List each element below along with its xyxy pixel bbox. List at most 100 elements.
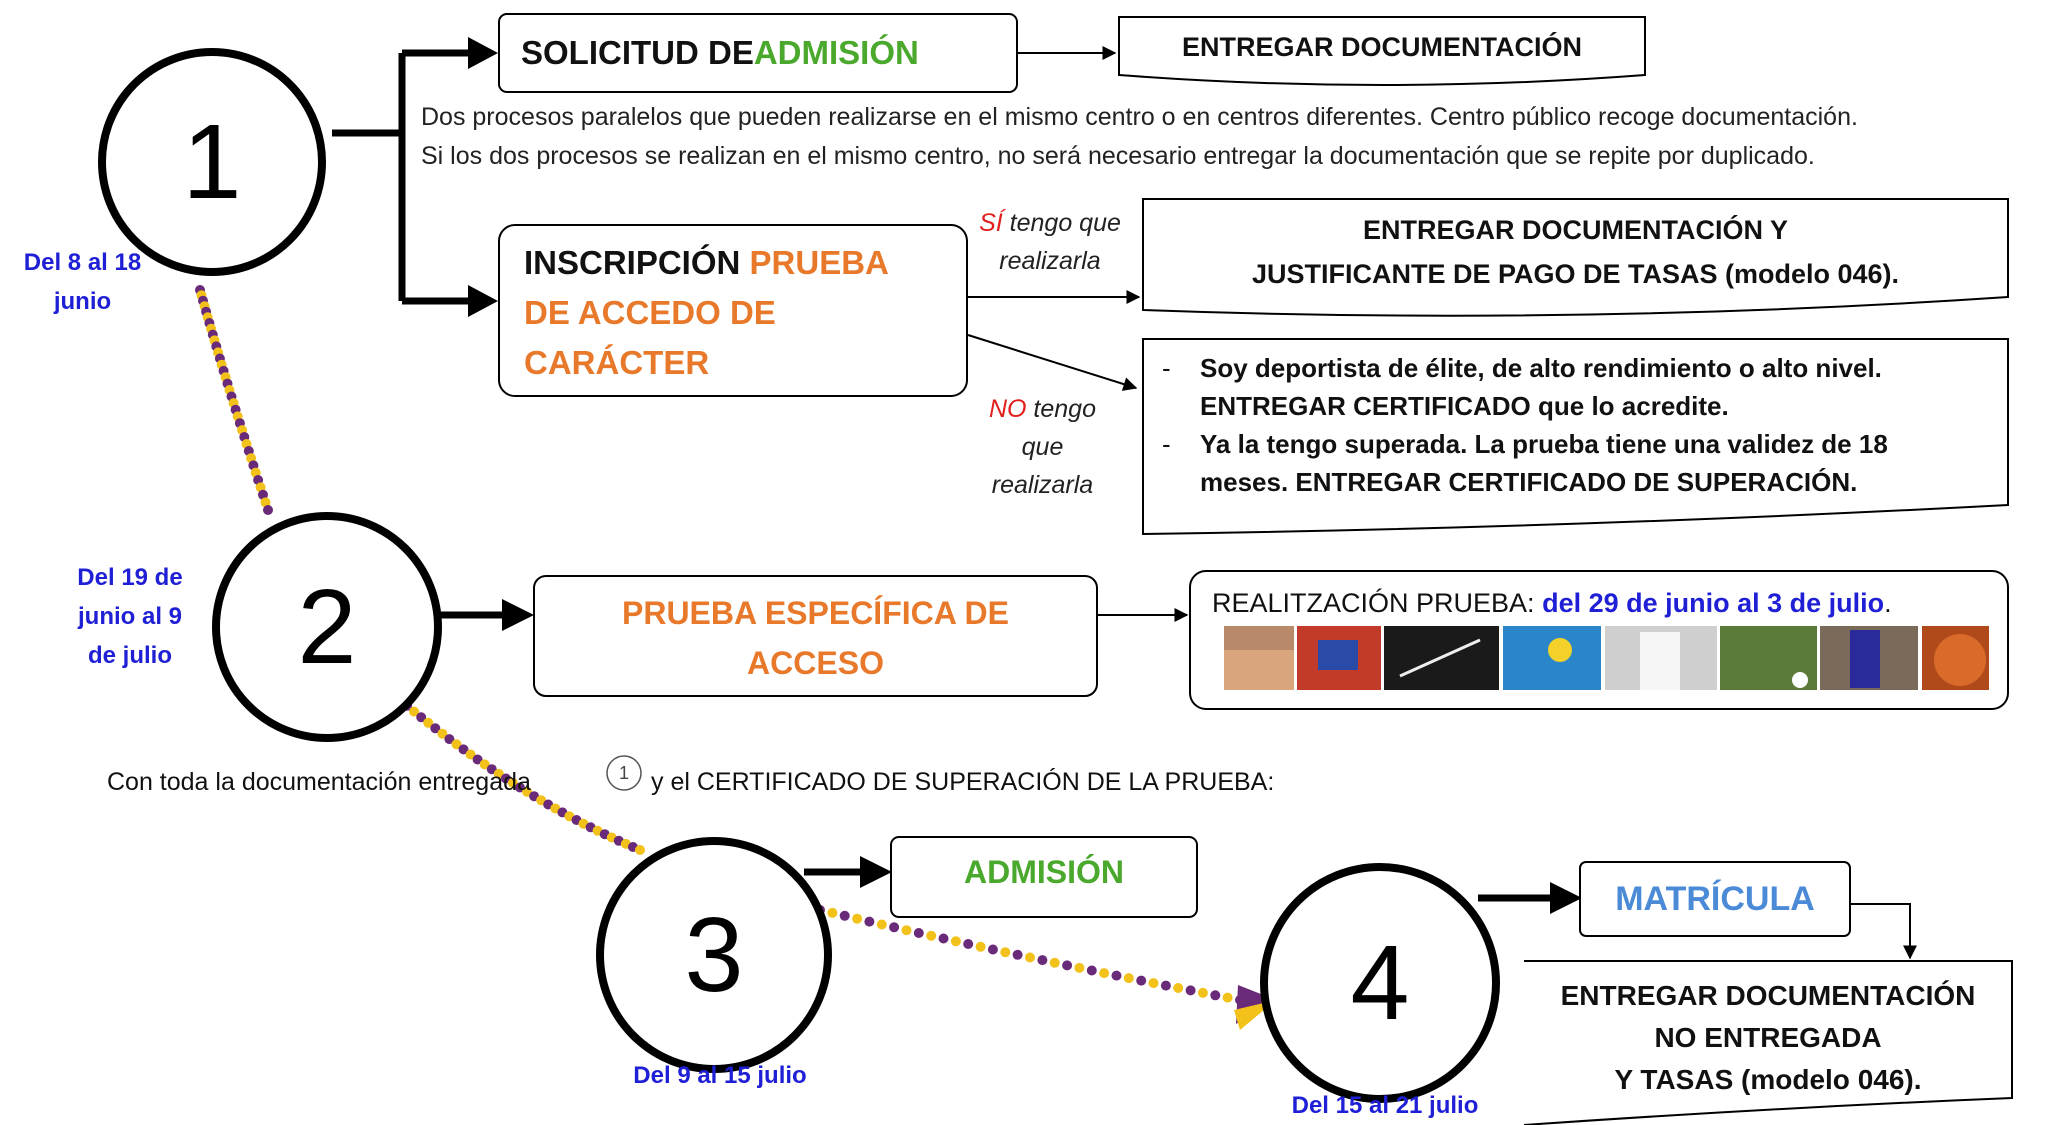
circled-one-label: 1: [618, 762, 629, 783]
timeline-dot: [1222, 992, 1233, 1003]
parallel-process-note-line-1: Dos procesos paralelos que pueden realiz…: [421, 103, 1858, 131]
arrow-to-inscripcion: [468, 285, 498, 317]
timeline-dot: [507, 778, 518, 788]
timeline-dot: [975, 941, 986, 952]
step-1-circle: [98, 48, 326, 276]
arrow-matricula-to-entregar: [1851, 903, 1917, 960]
timeline-dot: [423, 717, 434, 728]
realizacion-dates: del 29 de junio al 3 de julio: [1542, 588, 1885, 618]
timeline-dot: [486, 764, 497, 775]
matricula-box-frame: [1579, 861, 1851, 937]
timeline-dot: [430, 723, 441, 734]
parallel-process-note-line-2: Si los dos procesos se realizan en el mi…: [421, 142, 1815, 170]
timeline-dot: [493, 768, 504, 779]
matricula-box: MATRÍCULA: [1615, 879, 1815, 918]
admision-box: ADMISIÓN: [964, 853, 1124, 890]
timeline-dot: [1123, 973, 1134, 984]
sports-photos-strip: [1224, 626, 1989, 690]
timeline-dot: [451, 739, 462, 750]
timeline-dot: [901, 925, 912, 936]
step-2-circle: [212, 512, 442, 742]
timeline-dot: [963, 939, 974, 949]
arrow-no: [967, 334, 1138, 391]
timeline-dot: [409, 706, 420, 717]
timeline-dot: [444, 734, 455, 745]
step-4-number: 4: [1350, 923, 1410, 1042]
matricula-entregar-documentacion-box: ENTREGAR DOCUMENTACIÓN NO ENTREGADA Y TA…: [1560, 980, 1976, 1095]
timeline-dot: [913, 928, 924, 938]
documentation-note: Con toda la documentación entregada: [107, 768, 531, 796]
solicitud-label: SOLICITUD DE: [521, 34, 754, 71]
step-4-date: Del 15 al 21 julio: [1291, 1092, 1479, 1119]
timeline-dotted-path: [195, 285, 1245, 1005]
step-1-number: 1: [182, 102, 242, 221]
si-box-frame: [1142, 198, 2009, 317]
si-branch-label: SÍ tengo que realizarla: [979, 209, 1121, 275]
timeline-dot: [1000, 947, 1011, 958]
step-3-circle: [596, 837, 832, 1073]
timeline-dot: [635, 845, 645, 855]
no-certificate-options-box: - Soy deportista de élite, de alto rendi…: [1162, 349, 2002, 501]
matricula-doc-box-frame: [1523, 960, 2013, 1125]
no-branch-label: NO tengo que realizarla: [988, 395, 1096, 499]
entregar-doc-box-frame: [1118, 16, 1646, 86]
timeline-dot: [827, 907, 838, 918]
solicitud-admision-box: SOLICITUD DE ADMISIÓN: [501, 16, 1015, 90]
arrow-step3: [860, 856, 892, 888]
timeline-dot: [839, 910, 850, 921]
timeline-dot: [1136, 975, 1147, 986]
timeline-dot: [864, 916, 875, 927]
entregar-documentacion-box: ENTREGAR DOCUMENTACIÓN: [1182, 31, 1582, 62]
si-entregar-justificante-box: ENTREGAR DOCUMENTACIÓN Y JUSTIFICANTE DE…: [1251, 215, 1900, 289]
timeline-dot: [950, 936, 961, 947]
inscripcion-box-frame: [498, 224, 968, 397]
timeline-dot: [876, 919, 887, 930]
timeline-dot: [889, 922, 900, 933]
realizacion-prueba-text: REALITZACIÓN PRUEBA: del 29 de junio al …: [1212, 588, 1892, 618]
step-3-number: 3: [684, 895, 744, 1014]
timeline-dot: [1086, 965, 1097, 976]
timeline-dot: [1099, 968, 1110, 979]
timeline-dot: [258, 489, 268, 500]
timeline-dot: [1062, 960, 1073, 971]
timeline-dot: [1111, 970, 1122, 981]
timeline-dot: [1210, 990, 1221, 1001]
timeline-dot: [1197, 987, 1208, 998]
timeline-dot: [479, 759, 490, 770]
timeline-dot: [260, 497, 271, 508]
option-prueba-superada: - Ya la tengo superada. La prueba tiene …: [1162, 429, 1888, 497]
timeline-dot: [1025, 952, 1035, 963]
option-deportista-elite: - Soy deportista de élite, de alto rendi…: [1162, 353, 1882, 421]
step-3-date: Del 9 al 15 julio: [633, 1062, 807, 1089]
circled-one: [606, 755, 642, 791]
timeline-dot: [437, 728, 448, 739]
timeline-dot: [1012, 949, 1023, 960]
admision-box-frame: [890, 836, 1198, 918]
timeline-dot: [1037, 955, 1048, 966]
timeline-dot: [1049, 957, 1060, 968]
arrow-step4: [1550, 882, 1582, 914]
inscripcion-prueba-box: INSCRIPCIÓN PRUEBA DE ACCEDO DE CARÁCTER: [524, 244, 889, 381]
arrow-to-solicitud: [468, 37, 498, 69]
certificate-note: y el CERTIFICADO DE SUPERACIÓN DE LA PRU…: [651, 768, 1275, 796]
step-1-branch-connector: [332, 49, 472, 305]
timeline-dot: [465, 749, 476, 760]
timeline-dot: [1074, 962, 1085, 973]
prueba-box-frame: [533, 575, 1098, 697]
timeline-dot: [1160, 980, 1171, 991]
timeline-dot: [416, 712, 427, 723]
timeline-dot: [987, 944, 998, 955]
timeline-dot: [1185, 985, 1196, 996]
step-4-circle: [1260, 863, 1500, 1103]
solicitud-box-frame: [498, 13, 1018, 93]
timeline-dot: [1173, 983, 1184, 993]
timeline-dot: [926, 930, 937, 941]
prueba-especifica-box: PRUEBA ESPECÍFICA DE ACCESO: [621, 595, 1009, 681]
timeline-dot: [938, 933, 949, 944]
step-2-number: 2: [297, 567, 357, 686]
timeline-dot: [1148, 978, 1159, 989]
